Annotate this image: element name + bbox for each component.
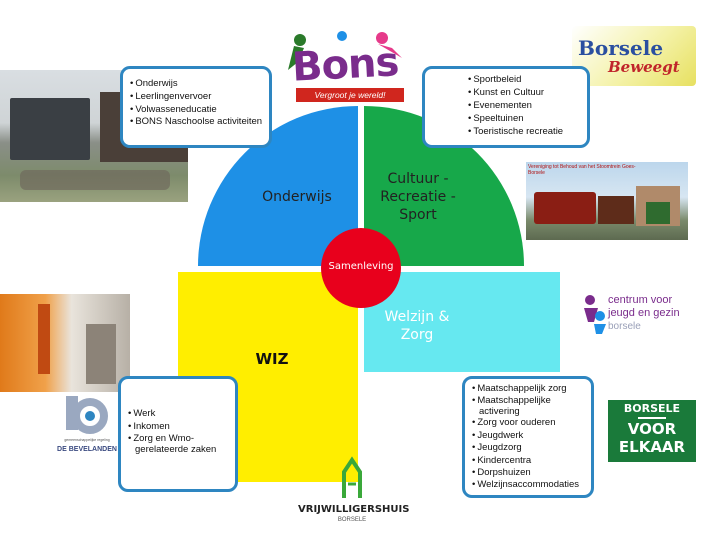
list-item: Speeltuinen	[467, 112, 581, 125]
bons-logo: Bons Vergroot je wereld!	[282, 28, 410, 106]
vrijwilligershuis-house-icon	[342, 456, 362, 498]
label-wiz: WIZ	[255, 350, 289, 368]
list-item: BONS Naschoolse activiteiten	[129, 116, 263, 127]
borsele-voor-elkaar-logo: BORSELE VOOR ELKAAR	[608, 400, 696, 462]
label-cultuur: Cultuur - Recreatie - Sport	[380, 171, 456, 223]
bons-figures-icon	[288, 31, 402, 70]
list-onderwijs: Onderwijs Leerlingenvervoer Volwassenedu…	[129, 77, 263, 127]
list-item: Welzijnsaccommodaties	[471, 479, 587, 491]
vrijwilligershuis-logo: VRIJWILLIGERSHUIS BORSELE	[298, 456, 410, 530]
bons-tagline: Vergroot je wereld!	[296, 88, 404, 102]
list-item: Werk	[127, 407, 229, 420]
label-welzijn: Welzijn & Zorg	[384, 309, 450, 343]
bevelanden-small: gemeenschappelijke regeling	[64, 438, 110, 442]
list-item: Maatschappelijke activering	[471, 395, 587, 417]
list-item: Kindercentra	[471, 455, 587, 467]
list-item: Maatschappelijk zorg	[471, 383, 587, 395]
cjg-line3: borsele	[608, 321, 641, 332]
borsele-beweegt-line1: Borsele	[578, 36, 664, 60]
cjg-figure-icon	[584, 295, 606, 334]
cjg-logo: centrum voor jeugd en gezin borsele	[578, 292, 718, 338]
list-item: Onderwijs	[129, 77, 263, 90]
label-onderwijs: Onderwijs	[262, 189, 332, 205]
bevelanden-logo: gemeenschappelijke regeling DE BEVELANDE…	[54, 392, 120, 462]
cjg-line2: jeugd en gezin	[608, 307, 680, 319]
list-item: Jeugdzorg	[471, 442, 587, 454]
label-samenleving: Samenleving	[328, 261, 394, 272]
list-item: Sportbeleid	[467, 73, 581, 86]
list-item: Evenementen	[467, 99, 581, 112]
vrijwilligershuis-name: VRIJWILLIGERSHUIS	[298, 504, 410, 515]
list-item: Leerlingenvervoer	[129, 90, 263, 103]
box-onderwijs: Onderwijs Leerlingenvervoer Volwassenedu…	[120, 66, 272, 148]
list-item: Zorg voor ouderen	[471, 417, 587, 429]
borsele-beweegt-line2: Beweegt	[608, 58, 680, 76]
list-item: Jeugdwerk	[471, 430, 587, 442]
cjg-line1: centrum voor	[608, 294, 673, 306]
list-item: Zorg en Wmo-gerelateerde zaken	[127, 433, 229, 455]
list-item: Kunst en Cultuur	[467, 86, 581, 99]
list-wiz: Werk Inkomen Zorg en Wmo-gerelateerde za…	[127, 407, 229, 455]
bevelanden-name: DE BEVELANDEN	[57, 446, 117, 453]
list-welzijn: Maatschappelijk zorg Maatschappelijke ac…	[471, 383, 587, 492]
list-cultuur: Sportbeleid Kunst en Cultuur Evenementen…	[467, 73, 581, 138]
vrijwilligershuis-sub: BORSELE	[337, 517, 367, 523]
train-banner: Vereniging tot Behoud van het Stoomtrein…	[528, 164, 636, 176]
box-wiz: Werk Inkomen Zorg en Wmo-gerelateerde za…	[118, 376, 238, 492]
bve-line1: BORSELE	[623, 402, 681, 415]
center-circle	[321, 228, 401, 308]
list-item: Volwasseneducatie	[129, 103, 263, 116]
quadrant-top-right	[364, 106, 524, 266]
bons-name: Bons	[290, 39, 400, 91]
train-photo: Vereniging tot Behoud van het Stoomtrein…	[526, 162, 688, 240]
borsele-beweegt-logo: Borsele Beweegt	[572, 26, 696, 86]
list-item: Dorpshuizen	[471, 467, 587, 479]
list-item: Toeristische recreatie	[467, 125, 581, 138]
bve-line2: VOOR	[627, 420, 677, 438]
box-cultuur: Sportbeleid Kunst en Cultuur Evenementen…	[422, 66, 590, 148]
hallway-photo	[0, 294, 130, 392]
quadrant-top-left	[198, 106, 358, 266]
bevelanden-emblem-icon	[66, 396, 108, 434]
box-welzijn: Maatschappelijk zorg Maatschappelijke ac…	[462, 376, 594, 498]
list-item: Inkomen	[127, 420, 229, 433]
bve-line3: ELKAAR	[618, 438, 686, 456]
